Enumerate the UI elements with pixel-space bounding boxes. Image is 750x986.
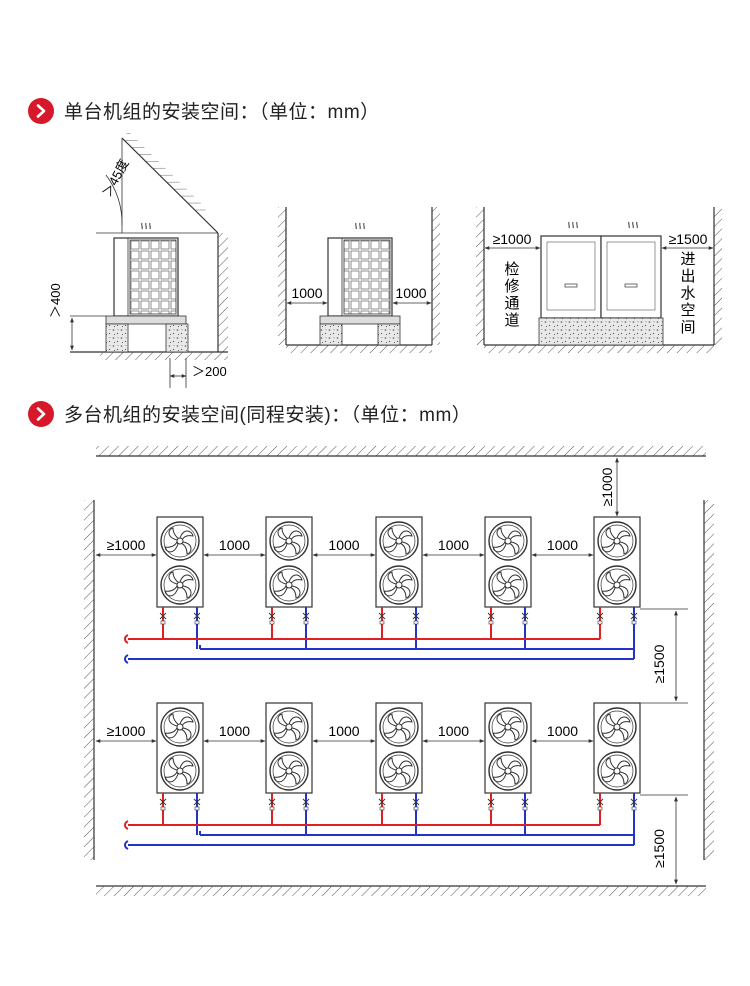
heat-pump-unit — [593, 516, 641, 649]
fan-icon — [488, 521, 528, 561]
fan-icon — [488, 707, 528, 747]
gap-label: 1000 — [219, 537, 250, 553]
heat-pump-unit — [375, 516, 423, 649]
fan-icon — [597, 707, 637, 747]
section-header-single: 单台机组的安装空间：（单位：mm） — [28, 97, 380, 124]
roof-angle-label: ＞45度 — [99, 157, 131, 200]
chevron-right-icon — [28, 97, 54, 124]
diagram-module-clearance: ≥1000 ≥1500 检修通道 进出水空间 — [476, 207, 722, 353]
heat-pump-unit — [156, 702, 204, 835]
side-clear-right-label: 1000 — [395, 285, 426, 301]
section-title-multi: 多台机组的安装空间(同程安装)：（单位：mm） — [64, 405, 472, 426]
fan-icon — [597, 565, 637, 605]
row-clear-label: ≥1500 — [651, 829, 667, 868]
heat-pump-unit — [265, 516, 313, 649]
diagram-multi-units: ≥1000 ≥1000 1000 1000 1000 1000 ≥1500 ≥1000 100… — [84, 446, 714, 896]
heat-pump-unit — [156, 516, 204, 649]
left-clear-label: ≥1000 — [107, 723, 146, 739]
fan-icon — [379, 521, 419, 561]
left-clear-label: ≥1000 — [107, 537, 146, 553]
fan-icon — [269, 521, 309, 561]
diagram-roof-install: ＞45度 ＞400 ＞200 — [48, 131, 228, 388]
fan-icon — [597, 521, 637, 561]
side-clear-left-label: 1000 — [291, 285, 322, 301]
fan-icon — [160, 707, 200, 747]
gap-label: 1000 — [219, 723, 250, 739]
fan-icon — [488, 565, 528, 605]
section-title-single: 单台机组的安装空间：（单位：mm） — [64, 102, 380, 123]
gap-label: 1000 — [438, 723, 469, 739]
fan-icon — [269, 565, 309, 605]
right-clear-label: ≥1500 — [669, 231, 708, 247]
water-space-label: 进出水空间 — [680, 251, 695, 336]
chevron-right-icon — [28, 400, 54, 427]
fan-icon — [269, 751, 309, 791]
maintenance-channel-label: 检修通道 — [504, 261, 519, 329]
heat-pump-unit — [484, 702, 532, 835]
fan-icon — [379, 707, 419, 747]
gap-label: 1000 — [328, 723, 359, 739]
fan-icon — [597, 751, 637, 791]
left-clear-label: ≥1000 — [493, 231, 532, 247]
fan-icon — [379, 751, 419, 791]
section-header-multi: 多台机组的安装空间(同程安装)：（单位：mm） — [28, 400, 471, 427]
gap-label: 1000 — [547, 723, 578, 739]
fan-icon — [488, 751, 528, 791]
row-clear-label: ≥1500 — [651, 644, 667, 683]
heat-pump-unit — [265, 702, 313, 835]
fan-icon — [160, 751, 200, 791]
fan-icon — [379, 565, 419, 605]
heat-pump-unit — [484, 516, 532, 649]
diagram-side-clearance: 1000 1000 — [278, 207, 440, 353]
heat-pump-unit — [375, 702, 423, 835]
fan-icon — [160, 521, 200, 561]
fan-icon — [160, 565, 200, 605]
heat-pump-unit — [593, 702, 641, 835]
gap-label: 1000 — [438, 537, 469, 553]
gap-label: 1000 — [547, 537, 578, 553]
height-label: ＞400 — [48, 283, 63, 318]
top-clear-label: ≥1000 — [599, 467, 615, 506]
wall-gap-label: ＞200 — [192, 364, 227, 379]
fan-icon — [269, 707, 309, 747]
gap-label: 1000 — [328, 537, 359, 553]
